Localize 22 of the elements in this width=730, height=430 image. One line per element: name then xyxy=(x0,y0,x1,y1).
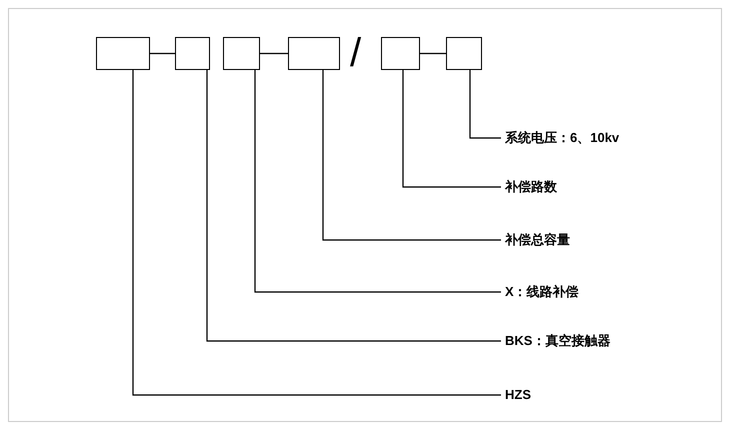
leader-line xyxy=(402,70,501,188)
connector-line xyxy=(260,52,288,54)
separator-slash: / xyxy=(350,33,362,73)
field-description: 系统电压：6、10kv xyxy=(505,130,620,146)
field-description: 补偿总容量 xyxy=(505,232,570,248)
leader-line xyxy=(206,70,501,342)
field-description: X：线路补偿 xyxy=(505,284,579,300)
connector-line xyxy=(420,52,446,54)
field-description: 补偿路数 xyxy=(505,179,557,195)
field-description: BKS：真空接触器 xyxy=(505,333,610,349)
code-box xyxy=(96,37,150,70)
code-box xyxy=(175,37,210,70)
leader-line xyxy=(322,70,501,241)
code-box xyxy=(381,37,420,70)
code-box xyxy=(288,37,340,70)
connector-line xyxy=(150,52,175,54)
leader-line xyxy=(132,70,501,396)
field-description: HZS xyxy=(505,387,531,403)
leader-line xyxy=(469,70,501,139)
code-box xyxy=(446,37,482,70)
code-box xyxy=(223,37,260,70)
leader-line xyxy=(254,70,501,293)
